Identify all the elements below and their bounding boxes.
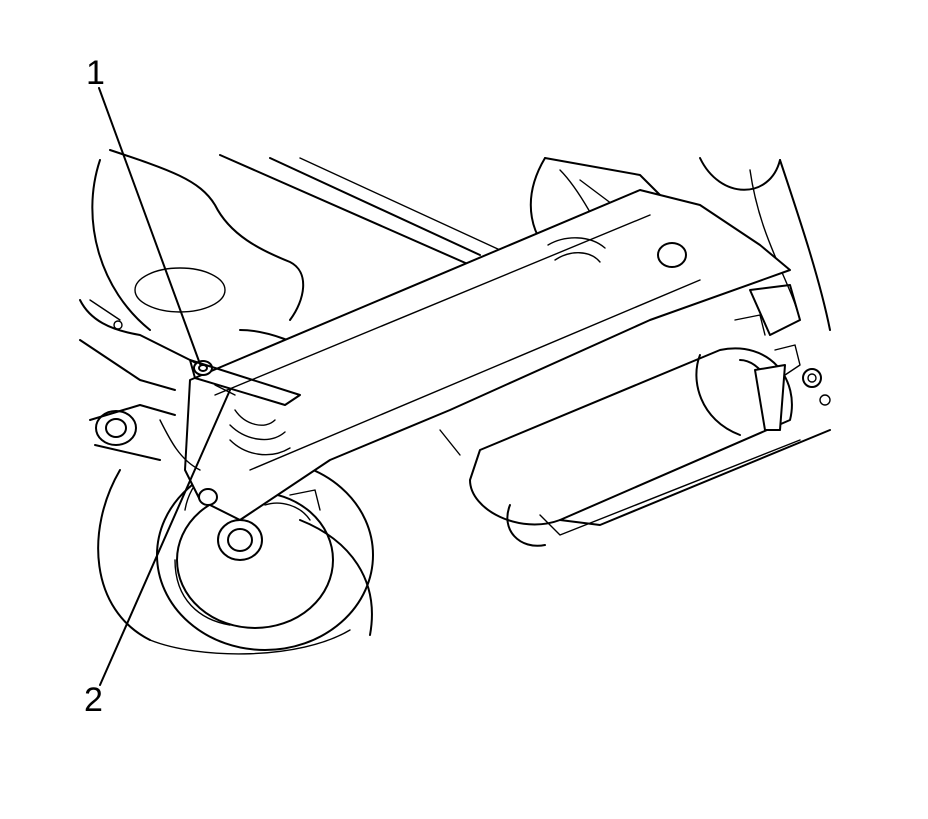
exhaust-muffler	[439, 347, 831, 547]
callout-label-2: 2	[84, 681, 103, 719]
fastener-bolt	[189, 359, 301, 406]
callout-label-1: 1	[86, 54, 105, 92]
rear-axle-beam	[184, 189, 791, 561]
leader-line-2	[99, 389, 231, 686]
spring-detail	[229, 237, 606, 521]
leader-line-1	[98, 87, 201, 365]
right-hanger-hardware	[734, 284, 831, 406]
left-mount-bushing	[89, 404, 201, 471]
